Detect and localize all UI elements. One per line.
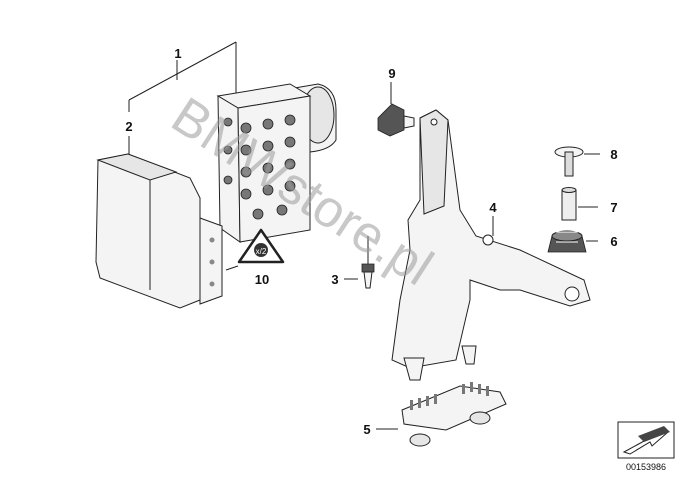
control-unit <box>95 153 223 309</box>
warning-symbol-text: x/2 <box>256 247 267 256</box>
callout-1: 1 <box>174 46 181 61</box>
warning-triangle-icon: x/2 <box>237 228 285 264</box>
document-number: 00153986 <box>626 462 666 472</box>
hydraulic-unit <box>216 83 337 243</box>
callout-5: 5 <box>363 422 370 437</box>
callout-8: 8 <box>610 147 617 162</box>
callout-9: 9 <box>388 66 395 81</box>
callout-7: 7 <box>610 200 617 215</box>
callout-10-leader <box>225 265 239 271</box>
callout-3: 3 <box>331 272 338 287</box>
reference-arrow-icon <box>617 421 675 459</box>
callout-4: 4 <box>489 200 497 215</box>
grommet-part <box>547 230 587 253</box>
rubber-mount-part <box>401 382 507 447</box>
bracket-part <box>391 109 591 381</box>
sensor-part <box>377 103 415 137</box>
callout-2: 2 <box>125 119 132 134</box>
bolt-part <box>554 146 584 177</box>
screw-part <box>361 263 375 289</box>
callout-10: 10 <box>255 272 269 287</box>
callout-6: 6 <box>610 234 617 249</box>
sleeve-part <box>561 187 577 221</box>
callout-1-leaders <box>128 41 237 112</box>
